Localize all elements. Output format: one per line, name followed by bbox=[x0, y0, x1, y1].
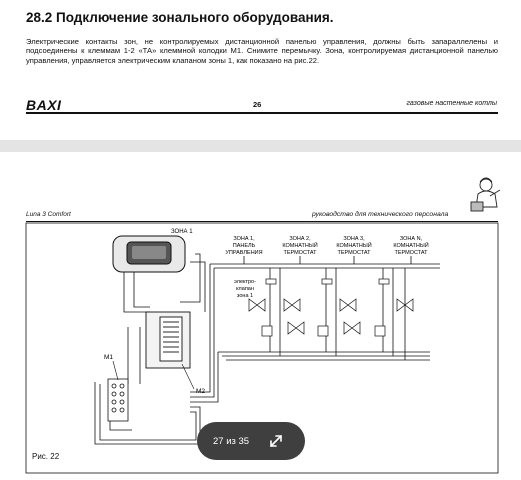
col3-label-l1: ЗОНА 3, bbox=[343, 236, 365, 242]
col3-label-l3: ТЕРМОСТАТ bbox=[337, 250, 371, 256]
valve-symbols bbox=[248, 298, 414, 335]
valve-label-l3: зона 1 bbox=[237, 293, 253, 299]
valve-label-l1: электро- bbox=[234, 279, 256, 285]
footer-rule bbox=[26, 112, 498, 114]
boiler-board bbox=[145, 311, 191, 369]
page-footer-text: газовые настенные котлы bbox=[406, 100, 497, 107]
col2-label-l1: ЗОНА 2, bbox=[289, 236, 311, 242]
figure-caption: Рис. 22 bbox=[32, 452, 60, 461]
m2-label: M2 bbox=[196, 388, 205, 395]
col1-label-l1: ЗОНА 1, bbox=[233, 236, 255, 242]
wiring-diagram: ЗОНА 1 ЗОНА 1, ПАНЕЛЬ УПРАВЛЕНИЯ ЗОНА 2,… bbox=[25, 177, 501, 474]
expand-arrows-icon[interactable] bbox=[267, 432, 285, 450]
document-page-top: 28.2 Подключение зонального оборудования… bbox=[0, 0, 521, 140]
col4-label-l1: ЗОНА N, bbox=[400, 236, 423, 242]
wiring-lines bbox=[94, 253, 440, 445]
thermostat-symbols bbox=[261, 278, 390, 337]
valve-label-l2: клапан bbox=[236, 286, 254, 292]
figure-frame bbox=[25, 222, 499, 474]
technician-mascot-icon bbox=[470, 177, 501, 212]
header-rule bbox=[26, 221, 498, 222]
col4-label-l3: ТЕРМОСТАТ bbox=[394, 250, 428, 256]
page-separator bbox=[0, 140, 521, 152]
page-counter-pill[interactable]: 27 из 35 bbox=[197, 422, 305, 460]
col1-label-l2: ПАНЕЛЬ bbox=[233, 243, 256, 249]
zone1-label: ЗОНА 1 bbox=[171, 229, 193, 235]
section-heading: 28.2 Подключение зонального оборудования… bbox=[26, 10, 334, 25]
page-header-right: руководство для технического персонала bbox=[312, 211, 449, 218]
m1-label: M1 bbox=[104, 354, 113, 361]
page-counter: 27 из 35 bbox=[213, 435, 250, 447]
terminal-block-m1 bbox=[107, 378, 129, 422]
col2-label-l2: КОМНАТНЫЙ bbox=[282, 241, 317, 249]
col4-label-l2: КОМНАТНЫЙ bbox=[393, 241, 428, 249]
page-number: 26 bbox=[253, 100, 262, 109]
col3-label-l2: КОМНАТНЫЙ bbox=[336, 241, 371, 249]
page-header-left: Luna 3 Comfort bbox=[26, 211, 71, 218]
remote-control-panel bbox=[112, 235, 186, 273]
col2-label-l3: ТЕРМОСТАТ bbox=[283, 250, 317, 256]
brand-logo: BAXI bbox=[26, 97, 62, 113]
col1-label-l3: УПРАВЛЕНИЯ bbox=[225, 250, 262, 256]
section-paragraph: Электрические контакты зон, не контролир… bbox=[26, 37, 498, 65]
